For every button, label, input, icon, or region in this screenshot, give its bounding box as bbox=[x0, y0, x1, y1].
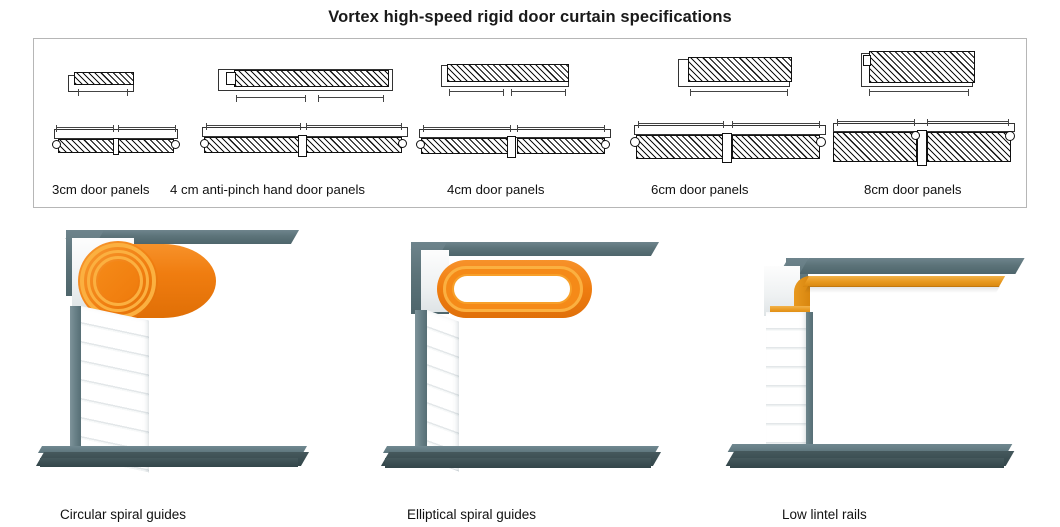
rail-return bbox=[770, 306, 810, 314]
page-title: Vortex high-speed rigid door curtain spe… bbox=[328, 8, 732, 27]
page-title-light: Vortex high-speed rigid door bbox=[328, 7, 560, 26]
guide-label-elliptical: Elliptical spiral guides bbox=[407, 507, 537, 522]
low-lintel-illustration bbox=[725, 214, 1050, 486]
rail-shadow bbox=[803, 286, 1001, 293]
base-beam-front bbox=[385, 458, 651, 468]
elliptical-track-inner bbox=[452, 274, 572, 304]
cad-cell-6cm bbox=[628, 39, 833, 175]
cad-cell-4cm bbox=[413, 39, 628, 175]
guide-post bbox=[70, 306, 81, 458]
guide-types-row: Circular spiral guides Elliptical spiral… bbox=[0, 214, 1060, 527]
spec-label-4cm: 4cm door panels bbox=[447, 182, 545, 197]
base-beam-front bbox=[730, 458, 1004, 468]
cad-cell-4cm-anti-pinch bbox=[198, 39, 413, 175]
cad-cell-3cm bbox=[34, 39, 198, 175]
cad-cell-8cm bbox=[833, 39, 1026, 175]
coil-ring-mid bbox=[87, 250, 149, 312]
base-beam-front bbox=[40, 458, 298, 467]
door-curtain bbox=[766, 312, 806, 458]
top-beam bbox=[438, 242, 660, 256]
elliptical-spiral-illustration bbox=[380, 214, 705, 486]
top-beam bbox=[799, 258, 1025, 274]
coil-ring-inner bbox=[93, 256, 143, 306]
page-title-bold: curtain specifications bbox=[559, 7, 732, 26]
guide-label-low-lintel: Low lintel rails bbox=[782, 507, 867, 522]
door-panel-specifications-panel: 3cm door panels 4 cm anti-pinch hand doo… bbox=[33, 38, 1027, 208]
spec-label-3cm: 3cm door panels bbox=[52, 182, 150, 197]
spec-label-4cm-anti-pinch: 4 cm anti-pinch hand door panels bbox=[170, 182, 366, 197]
guide-post bbox=[802, 312, 813, 458]
cad-drawing-row bbox=[34, 39, 1026, 175]
spec-label-row: 3cm door panels 4 cm anti-pinch hand doo… bbox=[34, 175, 1026, 208]
coil-core bbox=[98, 261, 138, 301]
spec-label-6cm: 6cm door panels bbox=[651, 182, 749, 197]
guide-card-circular: Circular spiral guides bbox=[35, 214, 360, 527]
guide-post bbox=[415, 310, 427, 460]
guide-card-low-lintel: Low lintel rails bbox=[725, 214, 1050, 527]
spec-label-8cm: 8cm door panels bbox=[864, 182, 962, 197]
circular-spiral-illustration bbox=[35, 214, 360, 486]
guide-label-circular: Circular spiral guides bbox=[60, 507, 187, 522]
page-title-bar: Vortex high-speed rigid door curtain spe… bbox=[0, 0, 1060, 34]
guide-card-elliptical: Elliptical spiral guides bbox=[380, 214, 705, 527]
